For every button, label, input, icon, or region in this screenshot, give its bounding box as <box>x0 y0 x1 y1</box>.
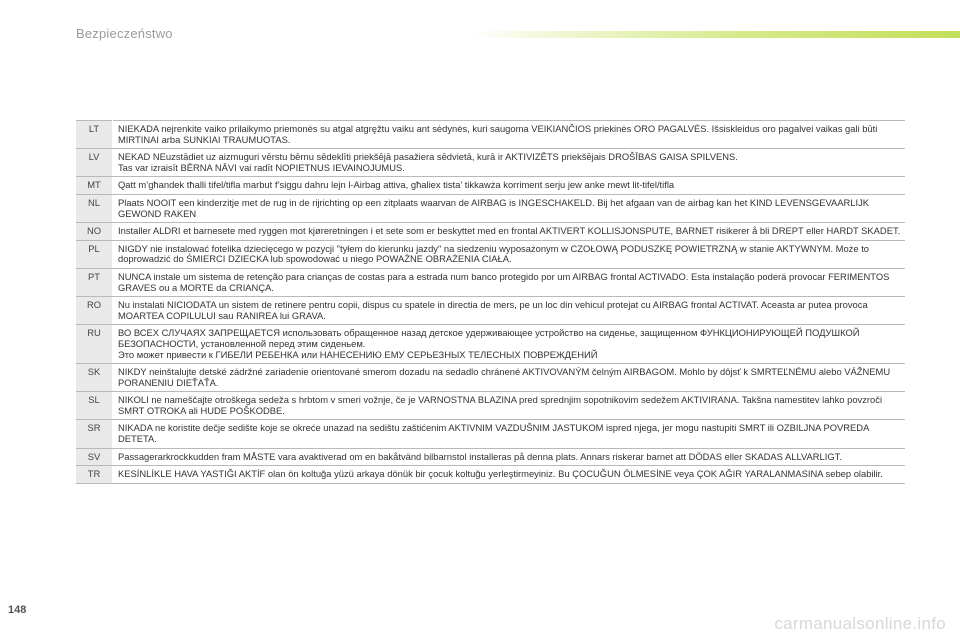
table-row: SK NIKDY neinštalujte detské zádržné zar… <box>76 363 905 393</box>
warning-text: Qatt m’għandek tħalli tifel/tifla marbut… <box>112 176 905 195</box>
language-code: NL <box>76 194 113 224</box>
table-row: NL Plaats NOOIT een kinderzitje met de r… <box>76 194 905 224</box>
language-warning-table: LT NIEKADA nejrenkite vaiko prilaikymo p… <box>76 119 905 484</box>
language-code: PT <box>76 268 113 298</box>
page-number: 148 <box>8 604 27 616</box>
warning-text: NUNCA instale um sistema de retenção par… <box>112 268 905 298</box>
language-code: NO <box>76 222 113 241</box>
table-row: LT NIEKADA nejrenkite vaiko prilaikymo p… <box>76 119 905 150</box>
table-row: RU ВО ВСЕХ СЛУЧАЯХ ЗАПРЕЩАЕТСЯ использов… <box>76 324 905 365</box>
table-row: PT NUNCA instale um sistema de retenção … <box>76 268 905 298</box>
warning-text: NIKDY neinštalujte detské zádržné zariad… <box>112 363 905 393</box>
table-row: PL NIGDY nie instalować fotelika dziecię… <box>76 240 905 269</box>
section-title: Bezpieczeństwo <box>76 26 173 41</box>
table-row: TR KESİNLİKLE HAVA YASTIĞI AKTİF olan ön… <box>76 465 905 484</box>
table-row: SL NIKOLI ne nameščajte otroškega sedeža… <box>76 391 905 421</box>
language-code: SK <box>76 363 113 393</box>
warning-text: Plaats NOOIT een kinderzitje met de rug … <box>112 194 905 224</box>
language-code: RU <box>76 324 113 365</box>
warning-text: NIKADA ne koristite dečje sedište koje s… <box>112 419 905 449</box>
warning-text: Installer ALDRI et barnesete med ryggen … <box>112 222 905 241</box>
language-code: MT <box>76 176 113 195</box>
table-row: SV Passagerarkrockkudden fram MÅSTE vara… <box>76 448 905 467</box>
warning-text: ВО ВСЕХ СЛУЧАЯХ ЗАПРЕЩАЕТСЯ использовать… <box>112 324 905 365</box>
language-code: LT <box>76 119 113 150</box>
warning-text: Passagerarkrockkudden fram MÅSTE vara av… <box>112 448 905 467</box>
warning-text: NEKAD NEuzstādiet uz aizmuguri vērstu bē… <box>112 148 905 178</box>
language-code: TR <box>76 465 113 484</box>
header-accent-bar <box>470 31 960 38</box>
table-row: SR NIKADA ne koristite dečje sedište koj… <box>76 419 905 449</box>
table-row: NO Installer ALDRI et barnesete med rygg… <box>76 222 905 241</box>
table-row: RO Nu instalati NICIODATA un sistem de r… <box>76 296 905 326</box>
table-row: LV NEKAD NEuzstādiet uz aizmuguri vērstu… <box>76 148 905 178</box>
watermark: carmanualsonline.info <box>774 614 946 633</box>
language-code: SV <box>76 448 113 467</box>
warning-text: NIGDY nie instalować fotelika dziecięceg… <box>112 240 905 269</box>
table-row: MT Qatt m’għandek tħalli tifel/tifla mar… <box>76 176 905 195</box>
language-code: SR <box>76 419 113 449</box>
language-code: RO <box>76 296 113 326</box>
warning-text: Nu instalati NICIODATA un sistem de reti… <box>112 296 905 326</box>
language-code: LV <box>76 148 113 178</box>
language-code: PL <box>76 240 113 269</box>
warning-text: NIEKADA nejrenkite vaiko prilaikymo prie… <box>112 119 905 150</box>
warning-text: NIKOLI ne nameščajte otroškega sedeža s … <box>112 391 905 421</box>
language-code: SL <box>76 391 113 421</box>
warning-text: KESİNLİKLE HAVA YASTIĞI AKTİF olan ön ko… <box>112 465 905 484</box>
